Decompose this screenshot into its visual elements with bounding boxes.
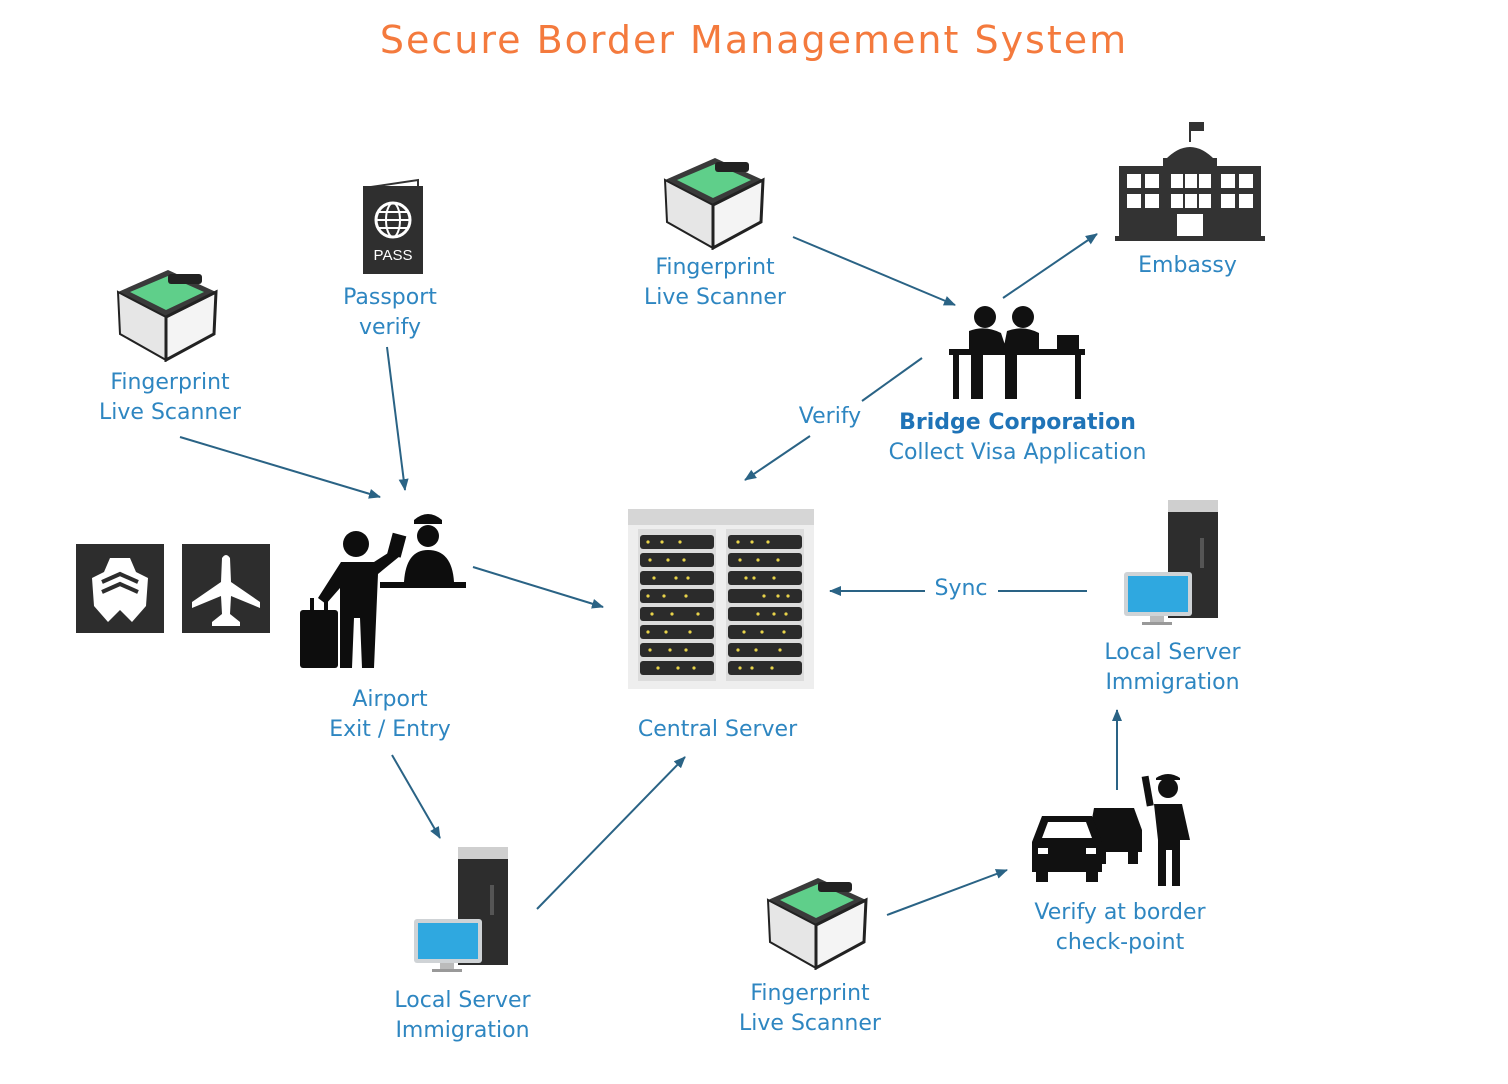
- edge-bridge-to-embassy: [1002, 233, 1098, 299]
- passport-icon: PASS: [363, 178, 423, 274]
- bridge-subtitle: Collect Visa Application: [888, 440, 1147, 465]
- central-server-node: [628, 505, 814, 693]
- edge-local-bottom-to-central: [536, 756, 686, 910]
- car-checkpoint-icon: [1032, 774, 1190, 886]
- fp-bottom-label: Fingerprint Live Scanner: [739, 981, 881, 1036]
- edge-fp-bottom-to-checkpoint: [886, 869, 1008, 916]
- central-server-label: Central Server: [637, 717, 798, 742]
- edge-passport-to-airport: [386, 346, 409, 491]
- local-server-right-label: Local Server Immigration: [1104, 640, 1241, 695]
- fingerprint-scanner-icon: [663, 158, 765, 251]
- local-server-icon: [1124, 500, 1218, 625]
- bridge-node: [945, 303, 1090, 404]
- passport-node: PASS: [360, 178, 426, 280]
- airplane-icon-tile: [182, 544, 270, 637]
- fp-top-node: [655, 150, 770, 254]
- airport-label: Airport Exit / Entry: [329, 687, 451, 742]
- edge-bridge-to-central: [744, 435, 811, 481]
- edge-airport-to-local-bottom: [391, 754, 441, 839]
- checkpoint-node: [1030, 770, 1200, 894]
- server-rack-icon: [628, 509, 814, 689]
- fingerprint-scanner-icon: [116, 270, 218, 363]
- fp-bottom-node: [758, 870, 873, 974]
- embassy-label: Embassy: [1138, 253, 1237, 278]
- passport-label: Passport verify: [343, 285, 437, 340]
- office-desk-icon: [949, 306, 1085, 399]
- embassy-icon: [1115, 122, 1265, 241]
- diagram-title: Secure Border Management System: [379, 18, 1129, 62]
- edge-label-sync: Sync: [934, 576, 988, 601]
- fp-top-label: Fingerprint Live Scanner: [644, 255, 786, 310]
- edge-fp-top-to-bridge: [792, 236, 956, 306]
- airport-node: [296, 508, 471, 677]
- fp-left-node: [108, 262, 223, 366]
- ship-icon: [76, 544, 164, 633]
- edge-fp-left-to-airport: [179, 436, 381, 499]
- local-server-bottom-label: Local Server Immigration: [394, 988, 531, 1043]
- passport-badge: PASS: [374, 247, 413, 264]
- airplane-icon: [182, 544, 270, 633]
- checkpoint-label: Verify at border check-point: [1034, 900, 1206, 955]
- fp-left-label: Fingerprint Live Scanner: [99, 370, 241, 425]
- edge-airport-to-central: [472, 566, 604, 609]
- embassy-node: [1115, 120, 1265, 246]
- traveler-officer-icon: [300, 514, 466, 668]
- fingerprint-scanner-icon: [766, 878, 868, 971]
- bridge-title: Bridge Corporation: [899, 410, 1136, 435]
- local-server-bottom-node: [410, 845, 515, 979]
- local-server-icon: [414, 847, 508, 972]
- local-server-right-node: [1120, 498, 1225, 632]
- edge-label-verify: Verify: [798, 404, 862, 429]
- edge-bridge-to-central-part1: [861, 357, 923, 402]
- ship-icon-tile: [76, 544, 164, 637]
- bridge-label: Bridge Corporation Collect Visa Applicat…: [870, 408, 1165, 468]
